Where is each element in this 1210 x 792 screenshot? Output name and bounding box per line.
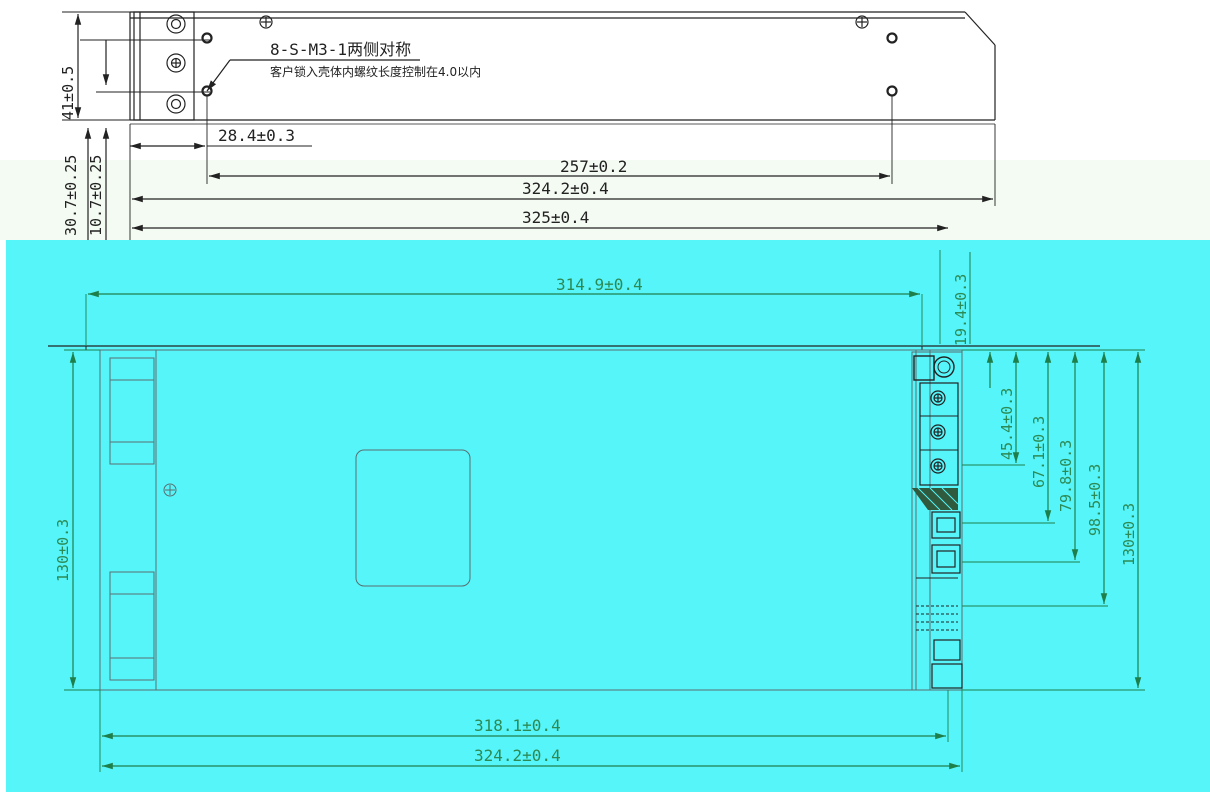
crossed-circle-screw-icon — [259, 15, 273, 29]
crossed-circle-screw-icon — [855, 15, 869, 29]
dim-45-4-label: 45.4±0.3 — [998, 388, 1016, 460]
mounting-hole-icon — [886, 85, 898, 97]
dim-79-8-label: 79.8±0.3 — [1057, 440, 1075, 512]
crossed-circle-screw-icon — [930, 458, 946, 474]
screw-outer-ring — [166, 14, 186, 34]
dim-28-4-label: 28.4±0.3 — [218, 126, 295, 145]
dim-67-label: 67.1±0.3 — [1030, 416, 1048, 488]
screw-inner-ring — [170, 18, 182, 30]
dim-41-label: 41±0.5 — [59, 66, 77, 120]
bracket-screw-middle — [166, 53, 186, 73]
dim-45-4-group: 45.4±0.3 — [986, 352, 1020, 463]
housing-bottom-outline — [48, 345, 1100, 691]
right-dim-extension-lines — [962, 349, 1145, 691]
dim-318-1-label: 318.1±0.4 — [474, 716, 561, 735]
crossed-circle-screw-icon — [930, 390, 946, 406]
dim-324-2-group: 324.2±0.4 — [129, 124, 996, 240]
mounting-hole-icon — [201, 32, 213, 44]
callout-thread-note: 客户锁入壳体内螺纹长度控制在4.0以内 — [270, 64, 481, 79]
dim-314-9-group: 314.9±0.4 — [85, 275, 923, 345]
top-view: 8-S-M3-1两侧对称 客户锁入壳体内螺纹长度控制在4.0以内 41±0.5 … — [0, 11, 1210, 240]
dim-130-right-label: 130±0.3 — [1120, 503, 1138, 566]
dim-19-4-label: 19.4±0.3 — [952, 274, 970, 346]
dim-130-right-group: 130±0.3 — [1120, 352, 1142, 688]
terminal-block — [911, 351, 963, 691]
crossed-circle-screw-icon — [930, 424, 946, 440]
dim-10-7-label: 10.7±0.25 — [87, 155, 105, 236]
callout-thread-spec: 8-S-M3-1两侧对称 — [270, 40, 411, 59]
housing-side-outline — [129, 11, 996, 125]
dim-130-left-label: 130±0.3 — [54, 519, 72, 582]
dim-325-group: 325±0.4 — [132, 208, 948, 232]
dim-79-8-group: 79.8±0.3 — [1057, 352, 1079, 560]
dim-318-1-group: 318.1±0.4 — [99, 690, 949, 772]
mounting-hole-icon — [886, 32, 898, 44]
dim-314-9-label: 314.9±0.4 — [556, 275, 643, 294]
hatched-block — [912, 487, 959, 511]
dim-130-left-group: 130±0.3 — [54, 349, 100, 691]
cyan-panel — [6, 240, 1210, 792]
dim-257-group: 257±0.2 — [209, 96, 893, 184]
callout-leader — [206, 59, 231, 92]
bottom-view: 314.9±0.4 19.4±0.3 — [6, 240, 1210, 792]
connector-blocks — [916, 511, 963, 689]
crossed-circle-screw-icon — [163, 483, 177, 497]
dim-257-label: 257±0.2 — [560, 157, 627, 176]
dim-324-2-label: 324.2±0.4 — [522, 179, 609, 198]
dim-98-5-label: 98.5±0.3 — [1086, 464, 1104, 536]
dim-98-5-group: 98.5±0.3 — [1086, 352, 1108, 604]
bracket-screw-bottom — [166, 94, 186, 114]
dim-324-2-bottom-group: 324.2±0.4 — [102, 690, 963, 772]
dim-324-2-bottom-label: 324.2±0.4 — [474, 746, 561, 765]
dim-67-group: 67.1±0.3 — [1030, 352, 1052, 521]
bracket-screw-top — [166, 14, 186, 34]
dim-325-label: 325±0.4 — [522, 208, 589, 227]
dim-30-7-label: 30.7±0.25 — [62, 155, 80, 236]
dim-28-4-group: 28.4±0.3 — [130, 96, 312, 184]
dim-41-group: 41±0.5 — [59, 11, 130, 121]
